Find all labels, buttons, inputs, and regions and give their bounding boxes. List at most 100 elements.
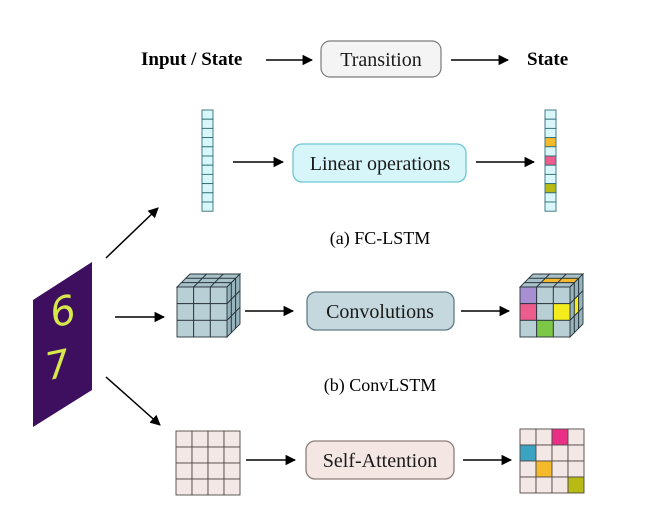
cube-cell <box>176 319 195 338</box>
input-digit-image: 6 7 <box>33 262 92 427</box>
vector-cell <box>201 183 214 194</box>
cube-cell <box>193 319 211 338</box>
vector-cell <box>201 173 214 185</box>
grid-cell <box>519 476 537 494</box>
cube-cell <box>569 314 575 339</box>
grid-cell <box>551 476 569 494</box>
vector-cell <box>201 118 214 129</box>
grid-cell <box>519 460 537 478</box>
input-vector-icon <box>201 109 214 212</box>
transition-label: Transition <box>340 49 422 71</box>
vector-cell <box>201 201 214 212</box>
input-state-label: Input / State <box>141 49 242 70</box>
cube-cell <box>552 303 571 321</box>
grid-cell <box>191 462 209 480</box>
cube-cell <box>176 303 195 321</box>
vector-cell <box>201 109 214 120</box>
grid-cell <box>519 444 537 462</box>
grid-cell <box>535 460 553 478</box>
cube-cell <box>552 319 571 338</box>
cube-cell <box>209 319 228 338</box>
grid-cell <box>551 460 569 478</box>
vector-cell <box>544 201 557 212</box>
cube-cell <box>536 286 554 305</box>
grid-cell <box>567 428 585 446</box>
cube-cell <box>193 286 211 305</box>
grid-cell <box>191 478 209 496</box>
convolutions-box <box>306 291 455 331</box>
cube-cell <box>552 286 571 305</box>
convolutions-label: Convolutions <box>326 301 434 323</box>
grid-cell <box>551 444 569 462</box>
cube-cell <box>519 286 538 305</box>
grid-cell <box>207 430 225 448</box>
vector-cell <box>544 146 557 157</box>
self-attention-label: Self-Attention <box>323 450 437 472</box>
arrow-icon <box>105 207 159 259</box>
cube-cell <box>578 306 584 330</box>
vector-cell <box>544 173 557 185</box>
grid-cell <box>567 476 585 494</box>
output-cube-grid-icon <box>518 272 585 339</box>
grid-cell <box>223 478 241 496</box>
output-grid-icon <box>519 428 585 494</box>
grid-cell <box>175 446 193 464</box>
grid-cell <box>535 444 553 462</box>
vector-cell <box>201 155 214 166</box>
vector-cell <box>201 164 214 175</box>
vector-cell <box>201 146 214 157</box>
grid-cell <box>535 428 553 446</box>
vector-cell <box>544 127 557 139</box>
transition-box <box>320 40 442 78</box>
grid-cell <box>551 428 569 446</box>
fc-lstm-caption: (a) FC-LSTM <box>330 228 431 249</box>
convlstm-caption: (b) ConvLSTM <box>324 375 437 396</box>
cube-cell <box>226 314 232 339</box>
grid-cell <box>223 430 241 448</box>
cube-cell <box>176 286 195 305</box>
grid-cell <box>175 462 193 480</box>
arrow-icon <box>105 376 161 426</box>
cube-cell <box>519 319 538 338</box>
grid-cell <box>567 444 585 462</box>
cube-cell <box>573 310 580 334</box>
grid-cell <box>175 478 193 496</box>
vector-cell <box>544 137 557 148</box>
state-label: State <box>527 49 568 70</box>
grid-cell <box>207 478 225 496</box>
vector-cell <box>544 192 557 203</box>
grid-cell <box>175 430 193 448</box>
cube-cell <box>209 286 228 305</box>
cube-cell <box>235 306 241 330</box>
cube-cell <box>230 310 237 334</box>
grid-cell <box>535 476 553 494</box>
cube-cell <box>209 303 228 321</box>
vector-cell <box>544 155 557 166</box>
vector-cell <box>544 109 557 120</box>
output-vector-icon <box>544 109 557 212</box>
grid-cell <box>207 446 225 464</box>
vector-cell <box>201 192 214 203</box>
grid-cell <box>223 462 241 480</box>
grid-cell <box>223 446 241 464</box>
grid-cell <box>191 446 209 464</box>
cube-cell <box>193 303 211 321</box>
grid-cell <box>191 430 209 448</box>
input-cube-grid-icon <box>175 272 242 339</box>
cube-cell <box>536 303 554 321</box>
input-grid-icon <box>175 430 241 496</box>
grid-cell <box>519 428 537 446</box>
cube-cell <box>519 303 538 321</box>
linear-operations-label: Linear operations <box>310 153 451 175</box>
vector-cell <box>544 164 557 175</box>
grid-cell <box>567 460 585 478</box>
linear-operations-box <box>292 143 467 183</box>
vector-cell <box>544 118 557 129</box>
vector-cell <box>201 127 214 139</box>
self-attention-box <box>305 440 455 480</box>
grid-cell <box>207 462 225 480</box>
vector-cell <box>544 183 557 194</box>
cube-cell <box>536 319 554 338</box>
vector-cell <box>201 137 214 148</box>
